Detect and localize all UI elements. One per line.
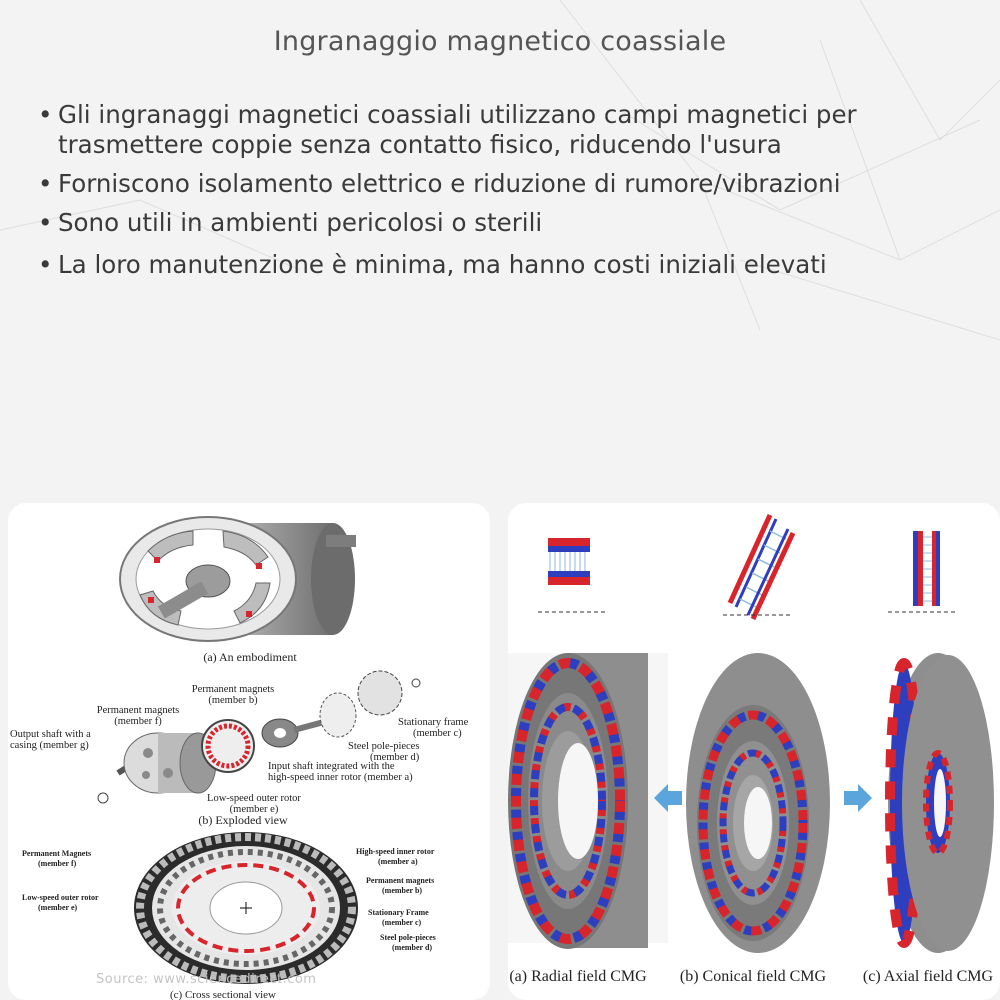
label-section-member-c: (member c): [382, 918, 422, 927]
conical-cmg-illustration: [686, 653, 830, 953]
bullet-list: Gli ingranaggi magnetici coassiali utili…: [34, 100, 974, 292]
label-section-member-f: (member f): [38, 859, 77, 868]
label-input-shaft: Input shaft integrated with the: [268, 761, 395, 772]
bullet-item: Gli ingranaggi magnetici coassiali utili…: [34, 100, 974, 160]
cross-section-illustration: Permanent Magnets (member f) Low-speed o…: [22, 832, 436, 1000]
bullet-item: Sono utili in ambienti pericolosi o ster…: [34, 208, 974, 238]
caption-exploded-view: (b) Exploded view: [198, 813, 288, 827]
label-section-low-speed: Low-speed outer rotor: [22, 893, 99, 902]
arrow-right-icon: [844, 784, 872, 812]
label-section-member-a: (member a): [378, 857, 418, 866]
right-figure-panel: (a) Radial field CMG (b) Conical field C…: [508, 503, 1000, 1000]
label-section-high-speed: High-speed inner rotor: [356, 847, 435, 856]
cmg-types-figure: (a) Radial field CMG (b) Conical field C…: [508, 513, 994, 985]
label-steel-pole-pieces: Steel pole-pieces: [348, 741, 419, 752]
label-member-c: (member c): [413, 728, 462, 739]
bullet-item: Forniscono isolamento elettrico e riduzi…: [34, 171, 974, 196]
embodiment-illustration: (a) An embodiment: [119, 516, 356, 664]
label-permanent-magnets-f: Permanent magnets: [97, 705, 180, 716]
axial-field-schematic: [888, 531, 958, 613]
caption-cross-section: (c) Cross sectional view: [170, 989, 276, 1000]
source-credit: Source: www.sciencedirect.com: [96, 972, 317, 987]
label-section-pm-b: Permanent magnets: [366, 876, 434, 885]
exploded-view-illustration: Permanent magnets (member b) Permanent m…: [10, 670, 469, 827]
caption-embodiment: (a) An embodiment: [203, 650, 297, 664]
label-section-stationary: Stationary Frame: [368, 908, 429, 917]
caption-radial: (a) Radial field CMG: [509, 968, 647, 985]
label-member-b: (member b): [208, 695, 258, 706]
label-member-f: (member f): [114, 716, 162, 727]
conical-field-schematic: [723, 513, 796, 621]
label-high-speed-inner: high-speed inner rotor (member a): [268, 772, 413, 783]
label-output-shaft: Output shaft with a: [10, 729, 91, 740]
gear-structure-figure: (a) An embodiment Permanent magnets (mem…: [10, 516, 469, 1000]
axial-cmg-illustration: [885, 653, 994, 953]
label-section-member-b: (member b): [382, 886, 422, 895]
arrow-left-icon: [654, 784, 682, 812]
bullet-item: La loro manutenzione è minima, ma hanno …: [34, 250, 974, 280]
page-title: Ingranaggio magnetico coassiale: [273, 26, 727, 57]
left-figure-panel: (a) An embodiment Permanent magnets (mem…: [8, 503, 490, 1000]
label-section-permanent-magnets: Permanent Magnets: [22, 849, 91, 858]
label-casing: casing (member g): [10, 740, 89, 751]
label-member-e: (member e): [230, 804, 279, 815]
label-stationary-frame: Stationary frame: [398, 717, 469, 728]
label-section-pole-pieces: Steel pole-pieces: [380, 933, 436, 942]
radial-field-schematic: [538, 538, 608, 613]
label-section-member-e: (member e): [38, 903, 78, 912]
label-section-member-d: (member d): [392, 943, 432, 952]
caption-axial: (c) Axial field CMG: [863, 968, 994, 985]
label-permanent-magnets-b: Permanent magnets: [192, 684, 275, 695]
radial-cmg-illustration: [508, 653, 668, 949]
caption-conical: (b) Conical field CMG: [680, 968, 827, 985]
label-member-d: (member d): [370, 752, 420, 763]
label-low-speed-outer: Low-speed outer rotor: [207, 793, 301, 804]
